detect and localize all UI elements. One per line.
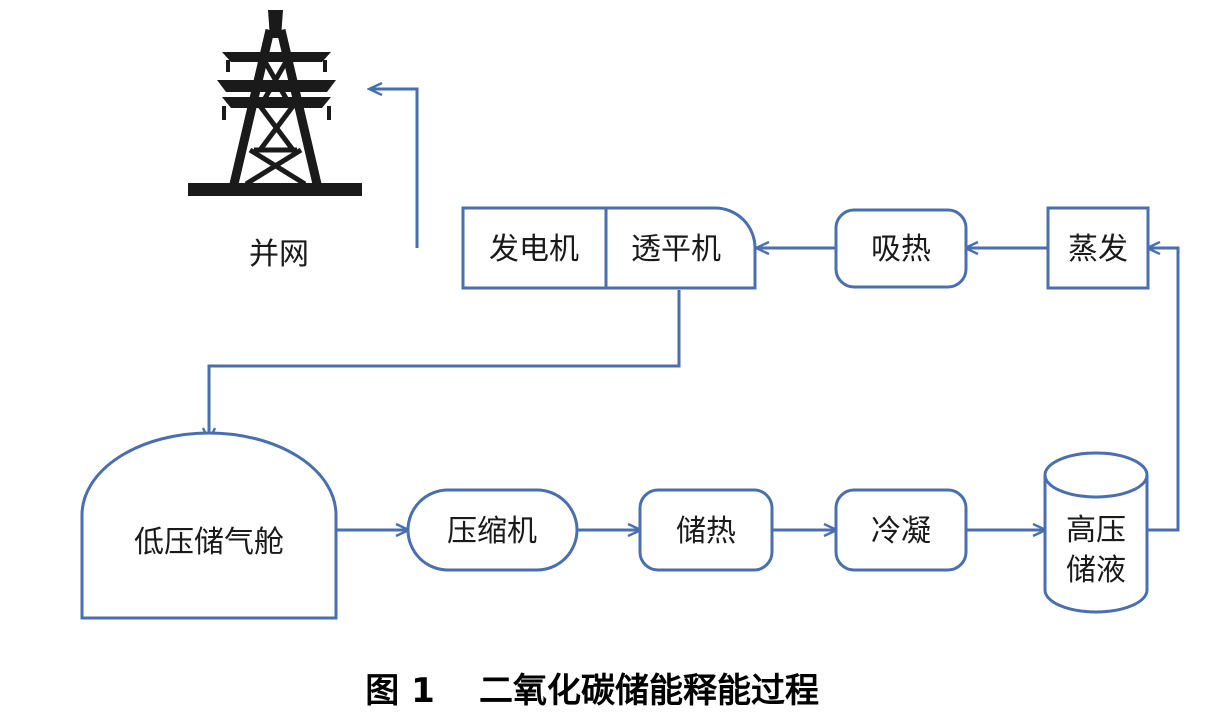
arrow-generator-to-grid bbox=[370, 89, 419, 248]
low-pressure-tank-shape bbox=[80, 431, 338, 620]
condense-box bbox=[834, 488, 968, 572]
turbine-label: 透平机 bbox=[631, 232, 721, 267]
evaporate-label: 蒸发 bbox=[1068, 232, 1128, 267]
flow-lines bbox=[209, 89, 1180, 532]
hp-storage-cylinder bbox=[1043, 475, 1149, 614]
heat-absorb-box bbox=[834, 208, 968, 289]
figure-number: 图 1 bbox=[365, 671, 435, 711]
grid-label: 并网 bbox=[249, 237, 309, 272]
power-transmission-tower-icon bbox=[188, 10, 362, 196]
hp-storage-cylinder-top bbox=[1043, 451, 1149, 499]
generator-label: 发电机 bbox=[489, 232, 579, 267]
arrow-turbine-to-tank bbox=[209, 290, 681, 440]
heat-storage-label: 储热 bbox=[676, 514, 736, 549]
generator-box bbox=[461, 206, 608, 290]
compressor-label: 压缩机 bbox=[447, 514, 537, 549]
hp-storage-label-line1: 高压 bbox=[1066, 513, 1126, 548]
figure-title: 二氧化碳储能释能过程 bbox=[479, 671, 819, 711]
arrow-hpstorage-to-evaporate bbox=[1147, 248, 1180, 532]
turbine-box bbox=[604, 206, 757, 290]
process-shapes bbox=[80, 206, 1150, 620]
low-pressure-tank-label: 低压储气舱 bbox=[134, 525, 284, 560]
compressor-box bbox=[406, 488, 579, 572]
evaporate-box bbox=[1046, 206, 1150, 290]
condense-label: 冷凝 bbox=[871, 514, 931, 549]
hp-storage-label-line2: 储液 bbox=[1066, 553, 1126, 588]
heat-storage-box bbox=[638, 488, 774, 572]
heat-absorb-label: 吸热 bbox=[871, 232, 931, 267]
